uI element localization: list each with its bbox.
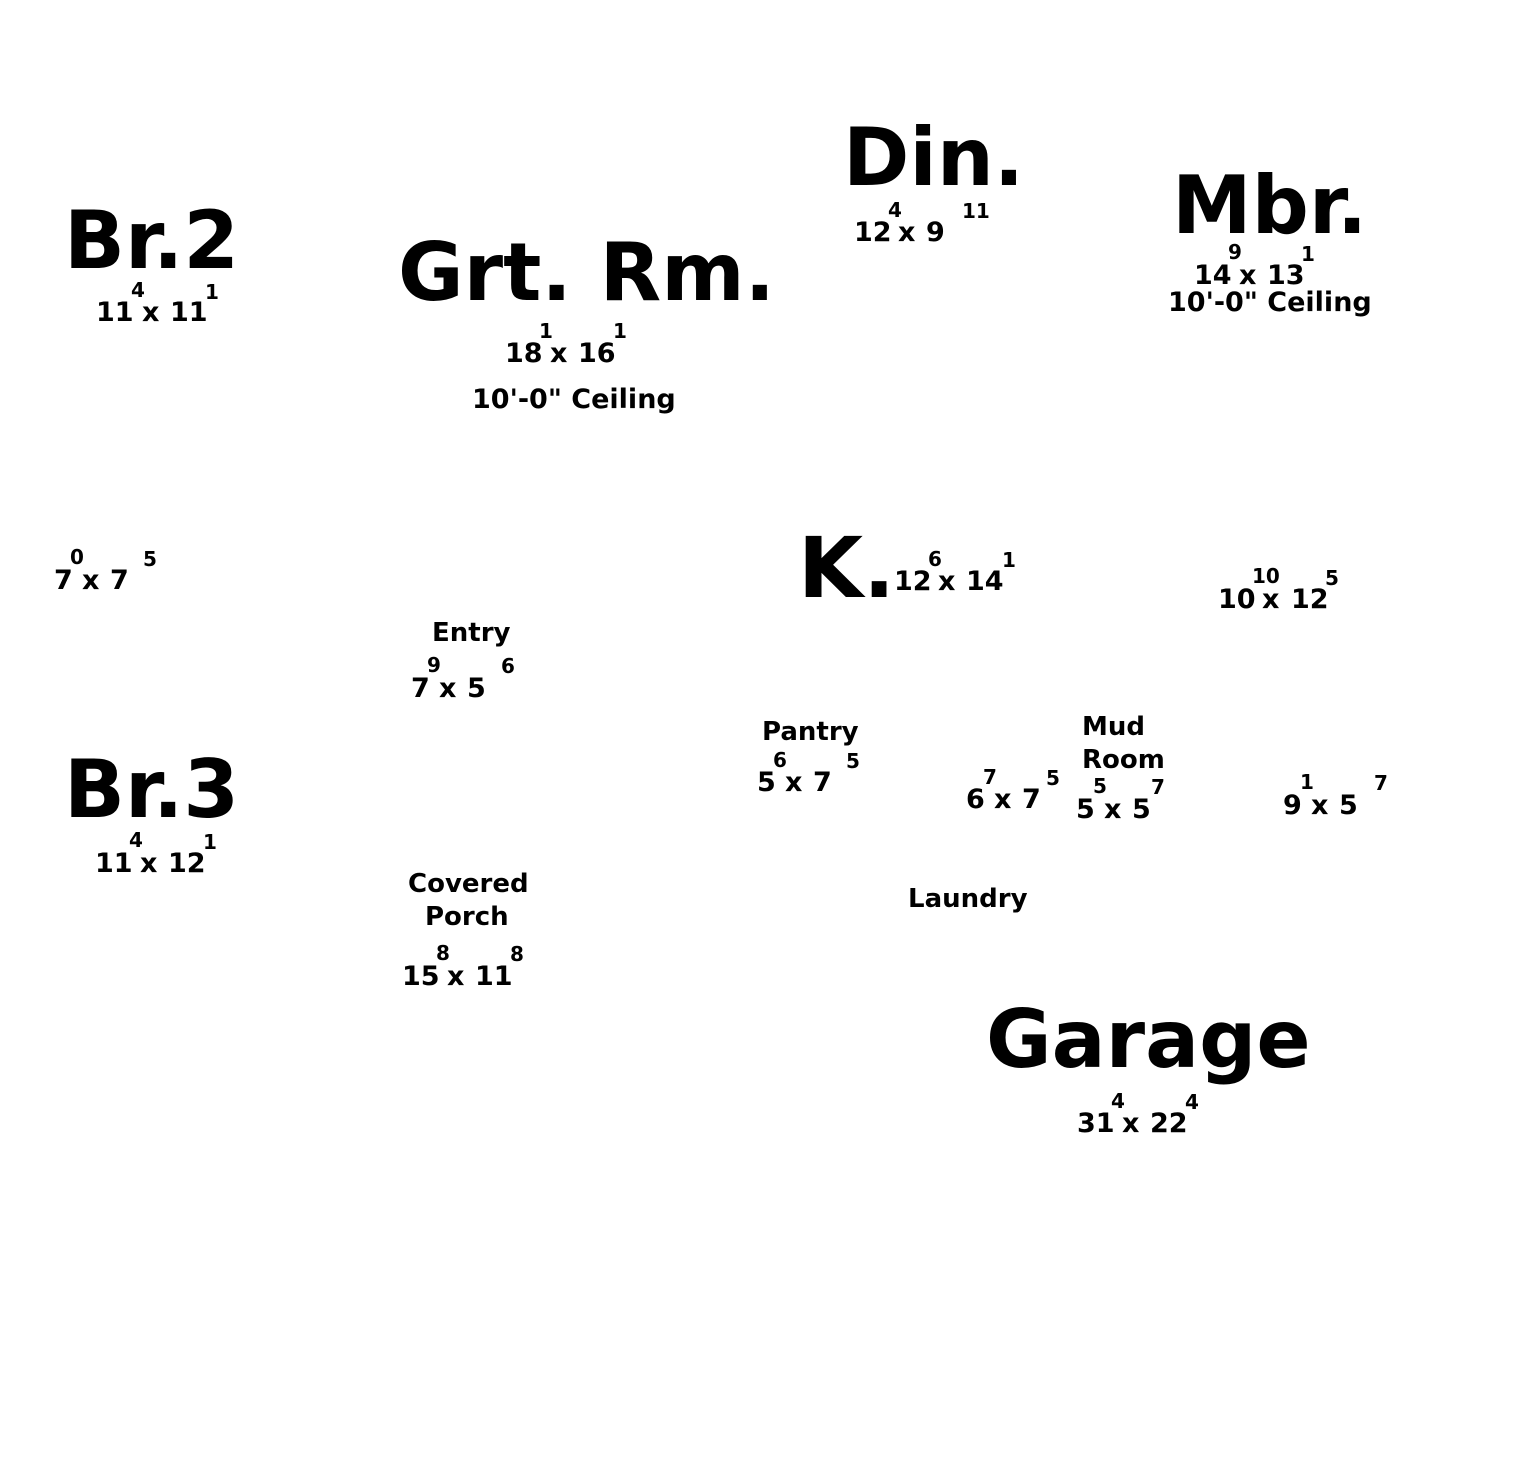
room-name-br2: Br.2 (64, 194, 240, 287)
dim-7x7-d: 7 (110, 565, 129, 596)
ceiling-mbr: 10'-0" Ceiling (1168, 287, 1372, 318)
dim-10x12-x: x (1262, 584, 1280, 615)
dim-grt-x: x (550, 338, 568, 369)
dim-6x7-d-in: 5 (1046, 766, 1060, 790)
dim-mbr-d: 13 (1267, 260, 1305, 291)
dim-k-d: 14 (966, 566, 1004, 597)
ceiling-grt: 10'-0" Ceiling (472, 384, 676, 415)
dim-br2-d: 11 (170, 297, 208, 328)
dim-br3-w: 11 (95, 848, 133, 879)
dim-pantry-d-in: 5 (846, 749, 860, 773)
room-name-covered: Covered (408, 869, 529, 899)
dim-din-d: 9 (926, 217, 945, 248)
dim-din-d-in: 11 (962, 199, 990, 223)
dim-pantry-w-in: 6 (773, 748, 787, 772)
dim-br3-w-in: 4 (129, 828, 143, 852)
dim-9x5-d-in: 7 (1374, 771, 1388, 795)
dim-6x7-w-in: 7 (983, 765, 997, 789)
dim-din-x: x (898, 217, 916, 248)
dim-k-x: x (938, 566, 956, 597)
dim-entry-d: 5 (467, 673, 486, 704)
dim-porch-d: 11 (475, 961, 513, 992)
dim-10x12-w-in: 10 (1252, 564, 1280, 588)
dim-mbr-w-in: 9 (1228, 240, 1242, 264)
dim-din-w: 12 (854, 217, 892, 248)
dim-7x7-x: x (82, 565, 100, 596)
dim-br3-x: x (140, 848, 158, 879)
dim-din-w-in: 4 (888, 198, 902, 222)
room-name-pantry: Pantry (762, 717, 859, 747)
dim-mud-w-in: 5 (1093, 774, 1107, 798)
dim-6x7-w: 6 (966, 784, 985, 815)
dim-br2-w-in: 4 (131, 278, 145, 302)
dim-mbr-x: x (1239, 260, 1257, 291)
dim-porch-w: 15 (402, 961, 440, 992)
dim-6x7-d: 7 (1022, 784, 1041, 815)
dim-mud-d: 5 (1132, 794, 1151, 825)
dim-entry-d-in: 6 (501, 654, 515, 678)
dim-9x5-d: 5 (1339, 790, 1358, 821)
dim-k-w: 12 (894, 566, 932, 597)
dim-9x5-w-in: 1 (1300, 770, 1314, 794)
dim-garage-d: 22 (1150, 1108, 1188, 1139)
dim-mbr-w: 14 (1194, 260, 1232, 291)
dim-br2-d-in: 1 (205, 280, 219, 304)
room-name-garage: Garage (986, 993, 1311, 1086)
room-name-entry: Entry (432, 618, 511, 648)
dim-10x12-w: 10 (1218, 584, 1256, 615)
dim-entry-w-in: 9 (427, 653, 441, 677)
dim-k-w-in: 6 (928, 547, 942, 571)
dim-9x5-x: x (1311, 790, 1329, 821)
dim-entry-w: 7 (411, 673, 430, 704)
room-name-mbr: Mbr. (1172, 159, 1368, 252)
dim-mud-d-in: 7 (1151, 775, 1165, 799)
dim-7x7-w: 7 (54, 565, 73, 596)
dim-pantry-x: x (785, 767, 803, 798)
dim-grt-d: 16 (578, 338, 616, 369)
dim-porch-w-in: 8 (436, 941, 450, 965)
dim-porch-d-in: 8 (510, 942, 524, 966)
dim-7x7-w-in: 0 (70, 545, 84, 569)
dim-pantry-d: 7 (813, 767, 832, 798)
room-name-great-room: Grt. Rm. (398, 226, 775, 319)
dim-br3-d: 12 (168, 848, 206, 879)
dim-grt-w: 18 (505, 338, 543, 369)
dim-garage-d-in: 4 (1185, 1090, 1199, 1114)
room-name-dining: Din. (843, 111, 1025, 204)
room-name-porch: Porch (425, 902, 509, 932)
dim-10x12-d: 12 (1291, 584, 1329, 615)
dim-mbr-d-in: 1 (1301, 242, 1315, 266)
room-name-room: Room (1082, 745, 1165, 775)
dim-k-d-in: 1 (1002, 548, 1016, 572)
room-name-br3: Br.3 (64, 743, 240, 836)
dim-grt-w-in: 1 (539, 319, 553, 343)
dim-porch-x: x (447, 961, 465, 992)
dim-10x12-d-in: 5 (1325, 566, 1339, 590)
dim-mud-x: x (1104, 794, 1122, 825)
dim-garage-w: 31 (1077, 1108, 1115, 1139)
dim-pantry-w: 5 (757, 767, 776, 798)
dim-br3-d-in: 1 (203, 830, 217, 854)
dim-mud-w: 5 (1076, 794, 1095, 825)
dim-7x7-d-in: 5 (143, 547, 157, 571)
room-name-laundry: Laundry (908, 884, 1028, 914)
dim-9x5-w: 9 (1283, 790, 1302, 821)
dim-garage-x: x (1122, 1108, 1140, 1139)
room-name-mud: Mud (1082, 712, 1145, 742)
dim-entry-x: x (439, 673, 457, 704)
room-name-kitchen: K. (798, 519, 896, 617)
dim-garage-w-in: 4 (1111, 1089, 1125, 1113)
dim-grt-d-in: 1 (613, 319, 627, 343)
dim-6x7-x: x (994, 784, 1012, 815)
dim-br2-x: x (142, 297, 160, 328)
dim-br2-w: 11 (96, 297, 134, 328)
